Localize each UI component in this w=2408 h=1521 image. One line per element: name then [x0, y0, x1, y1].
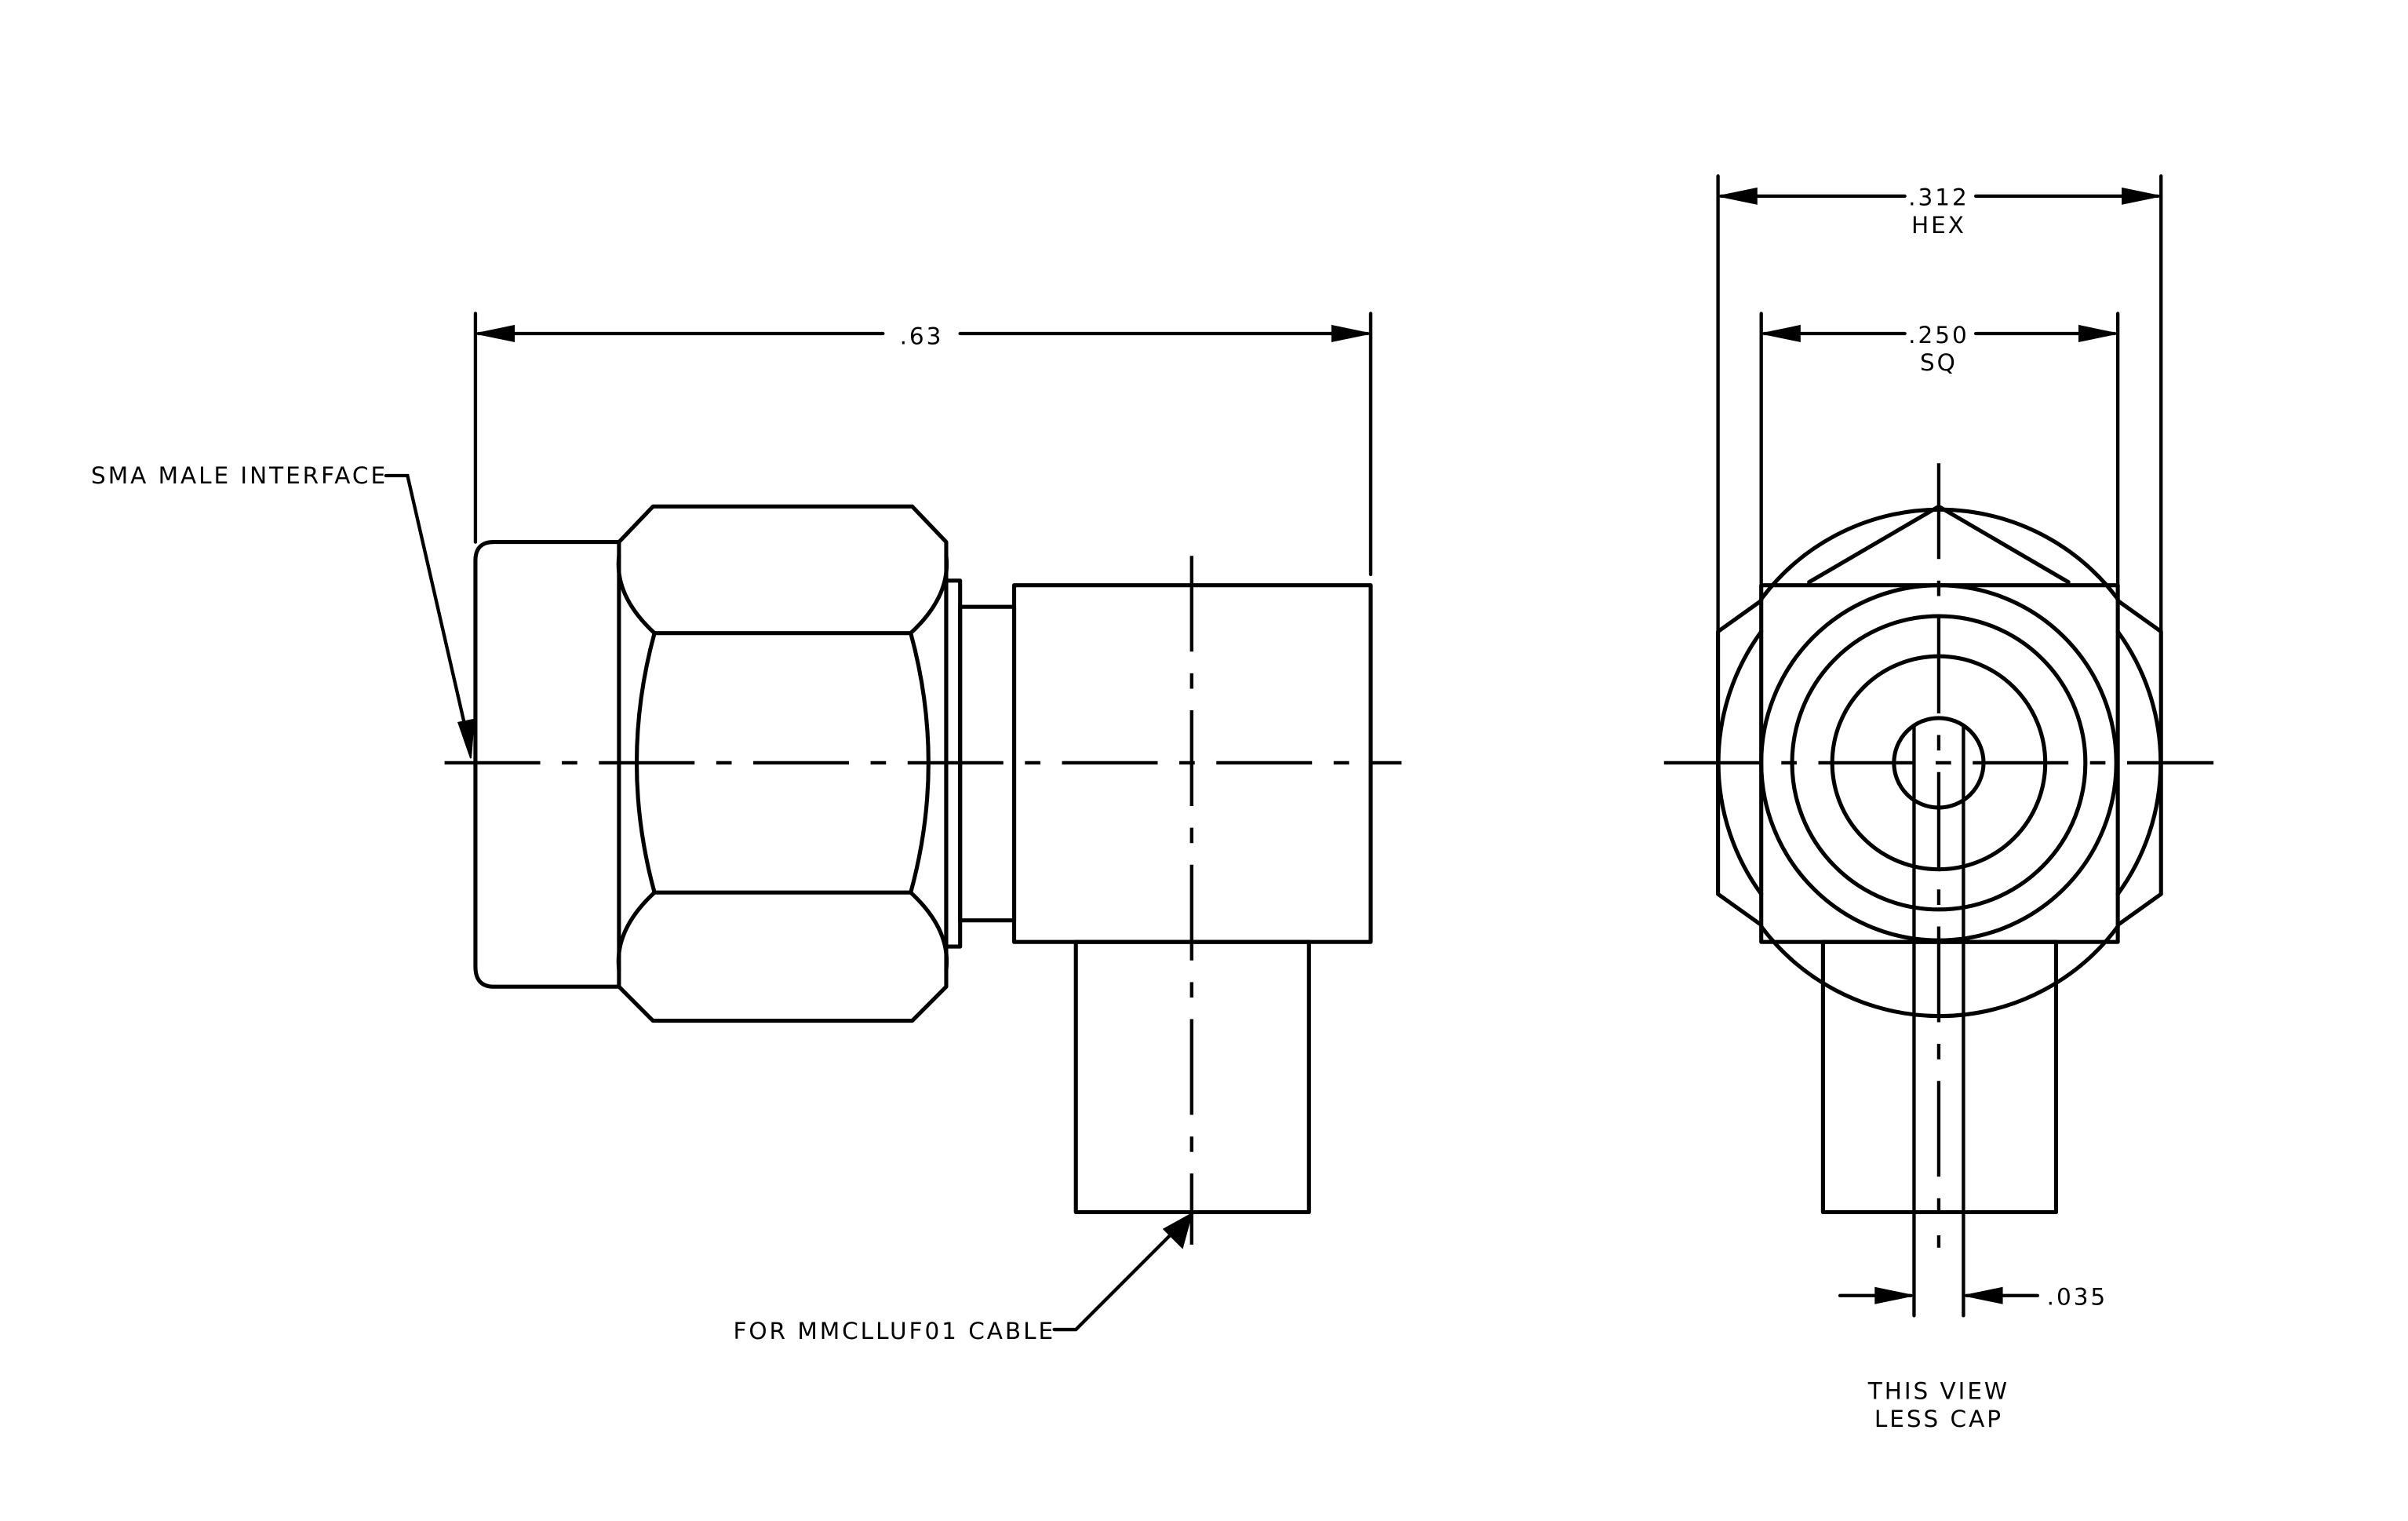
hex-dimension-label: .312	[1908, 184, 1969, 211]
view-note-line-1: THIS VIEW	[1867, 1378, 2009, 1405]
view-note-line-2: LESS CAP	[1874, 1406, 2003, 1432]
hex-arc-bottom	[616, 890, 949, 972]
square-arrow-left	[1762, 324, 1801, 343]
square-note-label: SQ	[1920, 349, 1958, 376]
hex-arrow-left	[1719, 187, 1758, 205]
hex-arc-top	[616, 553, 949, 636]
cable-leader	[1052, 1227, 1178, 1332]
hex-note-label: HEX	[1911, 212, 1966, 239]
pin-arrow-left	[1874, 1286, 1913, 1304]
hex-arrow-right	[2122, 187, 2160, 205]
length-arrow-right	[1331, 324, 1370, 343]
interface-leader-arrow	[457, 718, 475, 759]
square-arrow-right	[2078, 324, 2117, 343]
pin-dimension-label: .035	[2047, 1284, 2107, 1311]
cable-leader-arrow	[1162, 1212, 1193, 1249]
hex-nut-outline	[617, 504, 949, 1023]
length-dimension-label: .63	[900, 323, 944, 350]
cable-note: FOR MMCLLUF01 CABLE	[733, 1318, 1055, 1344]
square-dimension-label: .250	[1908, 322, 1969, 348]
interface-leader	[384, 473, 470, 740]
length-arrow-left	[476, 324, 515, 343]
interface-note: SMA MALE INTERFACE	[91, 462, 388, 489]
pin-arrow-right	[1965, 1286, 2003, 1304]
side-view: .63 SMA MALE INTERFACE FOR MMCLLUF01 CAB…	[91, 312, 1402, 1344]
end-view: .312 HEX .250 SQ .035 THIS VIEW LESS CAP	[1663, 174, 2214, 1432]
